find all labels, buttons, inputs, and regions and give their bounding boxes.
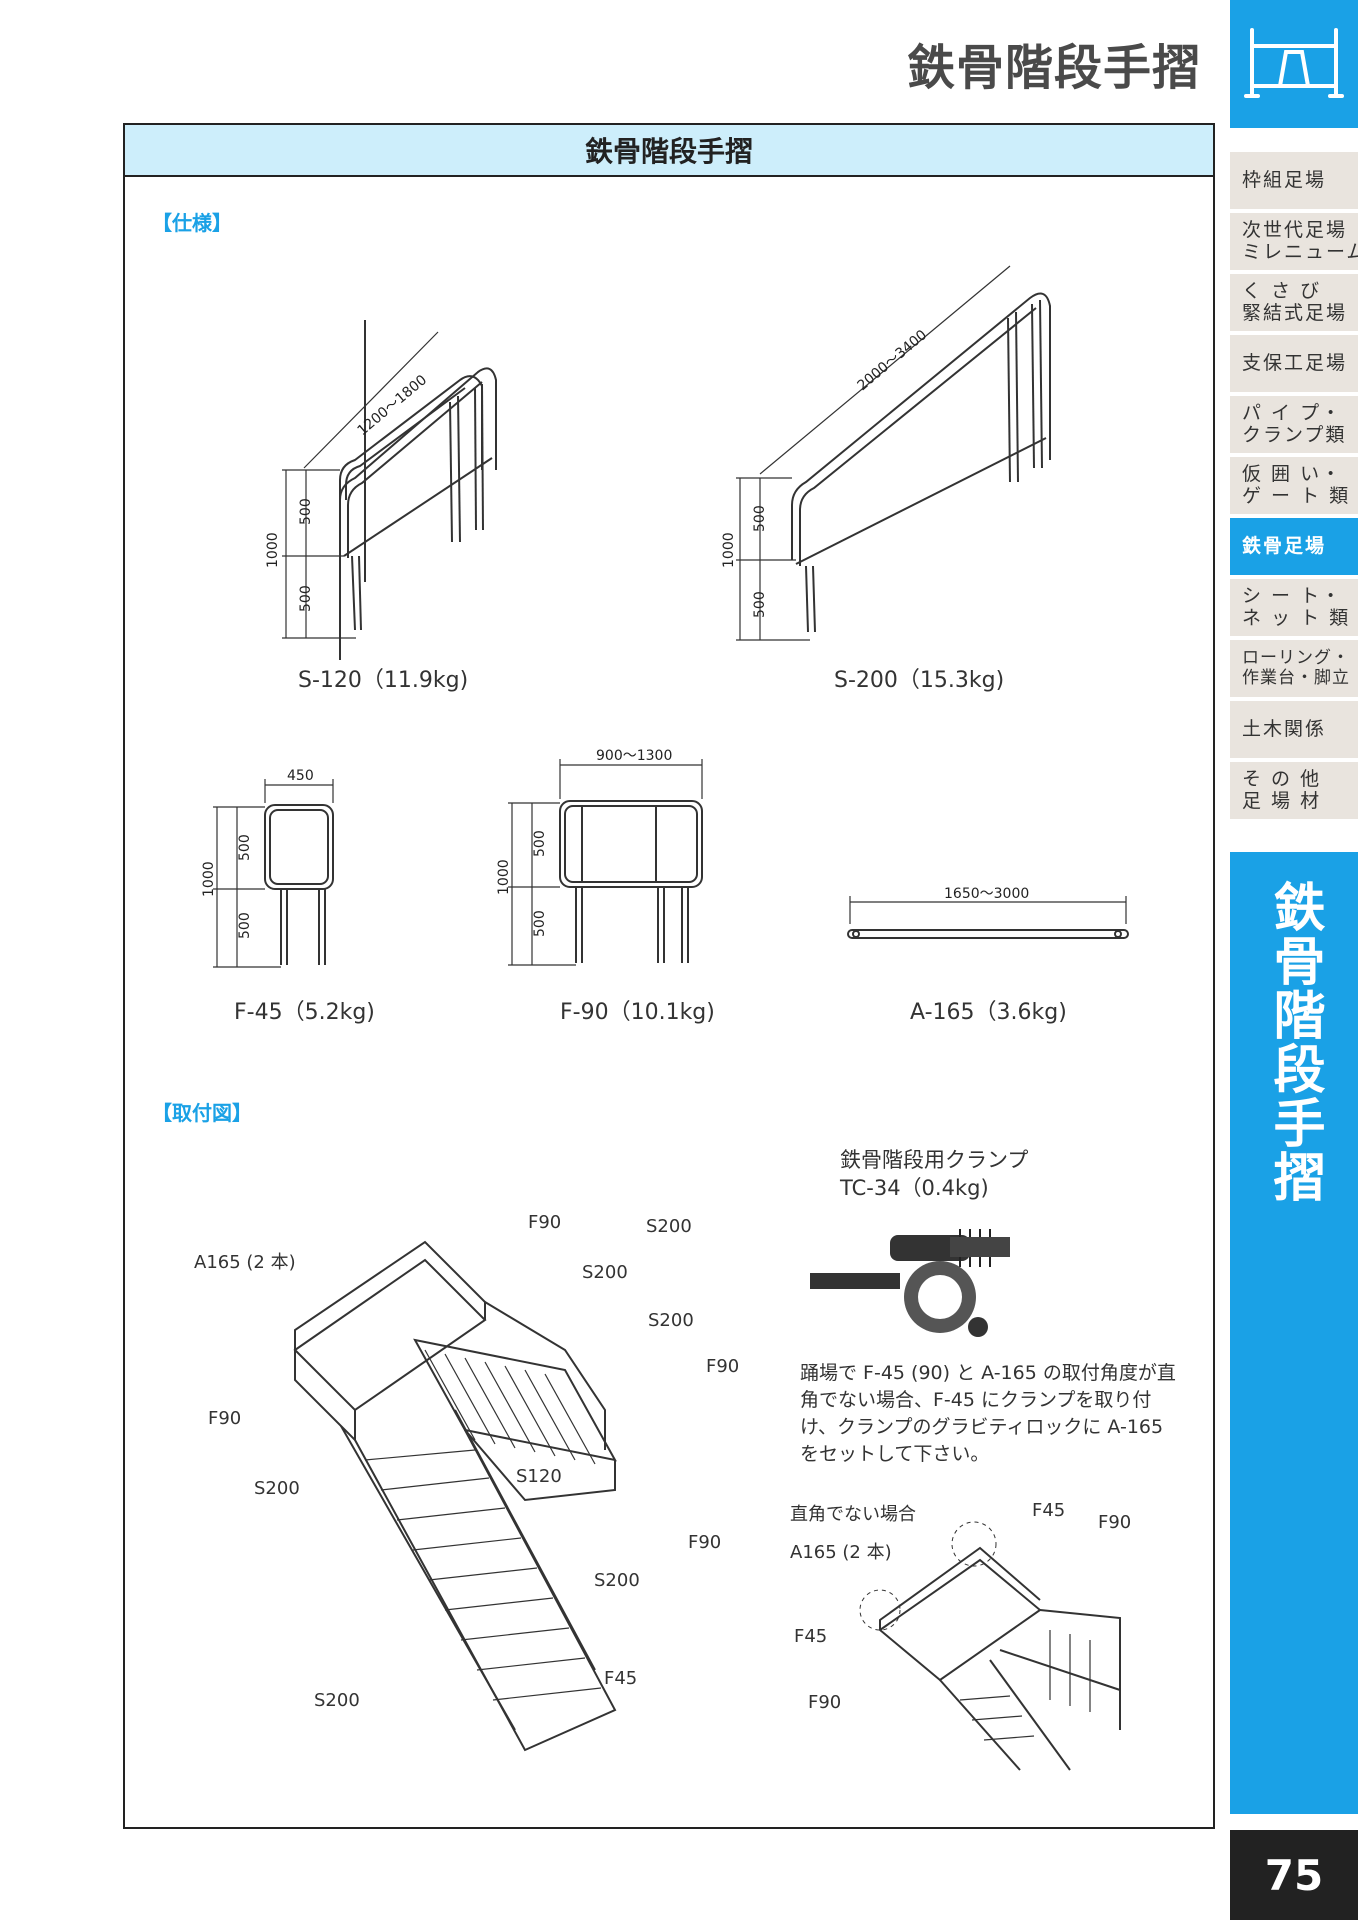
frame-title: 鉄骨階段手摺 [125,125,1213,177]
callout-f90-right: F90 [706,1356,740,1377]
sidebar-item-wakugumi[interactable]: 枠組足場 [1230,152,1358,209]
sidebar-item-tekkotsu[interactable]: 鉄骨足場 [1230,518,1358,575]
f45-dim-500a: 500 [237,834,253,861]
f90-dim-500a: 500 [532,830,548,857]
install-note: 踊場で F-45 (90) と A-165 の取付角度が直角でない場合、F-45… [800,1362,1176,1465]
f45-dim-width: 450 [287,768,314,784]
clamp-title: 鉄骨階段用クランプ [840,1148,1029,1172]
s120-dim-500b: 500 [298,585,314,612]
clamp-title-block: 鉄骨階段用クランプ TC-34（0.4kg) [840,1146,1028,1203]
a165-dim-length: 1650〜3000 [944,886,1029,902]
detail-install-drawing [859,1521,1121,1771]
railing-icon-glyph [1244,28,1344,98]
category-sidebar: 枠組足場 次世代足場 ミレニューム く さ び 緊結式足場 支保工足場 パ イ … [1230,152,1358,823]
sidebar-item-doboku[interactable]: 土木関係 [1230,701,1358,758]
staircase-install-drawing [293,1240,617,1752]
s120-drawing-body: 1000 500 500 1200〜1800 [265,331,497,639]
sidebar-item-karigakoi[interactable]: 仮 囲 い・ ゲ ー ト 類 [1230,457,1358,514]
s200-dim-1000: 1000 [721,532,737,568]
f45-dim-500b: 500 [237,912,253,939]
section-vertical-text: 鉄骨階段手摺 [1264,880,1324,1204]
tc34-clamp-image [810,1229,1010,1337]
callout-f45-bottom: F45 [604,1668,638,1689]
s200-dim-500a: 500 [752,505,768,532]
callout-s200-2: S200 [582,1262,628,1283]
f90-drawing: 900〜1300 1000 500 500 [496,748,703,966]
s120-caption: S-120（11.9kg) [298,668,469,693]
callout-s120: S120 [516,1466,562,1487]
content-frame [123,123,1215,1829]
a165-caption: A-165（3.6kg) [910,1000,1067,1025]
f90-dim-500b: 500 [532,910,548,937]
sidebar-item-sheet-net[interactable]: シ ー ト・ ネ ッ ト 類 [1230,579,1358,636]
s120-dim-1000: 1000 [265,532,281,568]
railing-icon [1230,0,1358,128]
sidebar-item-rolling[interactable]: ローリング・ 作業台・脚立 [1230,640,1358,697]
f90-dim-1000: 1000 [496,859,512,895]
section-vertical-title: 鉄骨階段手摺 [1230,852,1358,1814]
sidebar-item-millennium[interactable]: 次世代足場 ミレニューム [1230,213,1358,270]
callout-s200-top: S200 [646,1216,692,1237]
clamp-name: TC-34（0.4kg) [840,1176,989,1201]
f90-caption: F-90（10.1kg) [560,1000,715,1025]
sidebar-item-shihoko[interactable]: 支保工足場 [1230,335,1358,392]
page-title: 鉄骨階段手摺 [906,40,1201,96]
s200-dim-500b: 500 [752,591,768,618]
detail-callout-not-right-angle: 直角でない場合 [790,1504,916,1525]
s200-drawing: 1000 500 500 2000〜3400 [721,265,1051,641]
callout-s200-3: S200 [648,1310,694,1331]
callout-s200-lower: S200 [594,1570,640,1591]
f45-drawing: 450 1000 500 500 [201,768,334,968]
detail-callout-f45-top: F45 [1032,1500,1066,1521]
f45-dim-1000: 1000 [201,861,217,897]
s200-caption: S-200（15.3kg) [834,668,1005,693]
s200-dim-length: 2000〜3400 [855,327,931,394]
f90-dim-width: 900〜1300 [596,748,672,764]
callout-s200-bottom: S200 [314,1690,360,1711]
callout-f90-lower: F90 [688,1532,722,1553]
callout-a165: A165 (2 本) [194,1252,296,1273]
detail-callout-f45: F45 [794,1626,828,1647]
detail-callout-f90-top: F90 [1098,1512,1132,1533]
a165-drawing: 1650〜3000 [847,886,1129,939]
s120-dim-500a: 500 [298,498,314,525]
callout-f90-left: F90 [208,1408,242,1429]
detail-callout-a165: A165 (2 本) [790,1542,892,1563]
sidebar-item-pipe-clamp[interactable]: パ イ プ・ クランプ類 [1230,396,1358,453]
callout-s200-left: S200 [254,1478,300,1499]
sidebar-item-kusabi[interactable]: く さ び 緊結式足場 [1230,274,1358,331]
f45-caption: F-45（5.2kg) [234,1000,375,1025]
detail-callout-f90: F90 [808,1692,842,1713]
sidebar-item-sonota[interactable]: そ の 他 足 場 材 [1230,762,1358,819]
install-label: 【取付図】 [152,1101,252,1125]
callout-f90-top: F90 [528,1212,562,1233]
page-number: 75 [1230,1830,1358,1920]
spec-label: 【仕様】 [152,211,232,235]
